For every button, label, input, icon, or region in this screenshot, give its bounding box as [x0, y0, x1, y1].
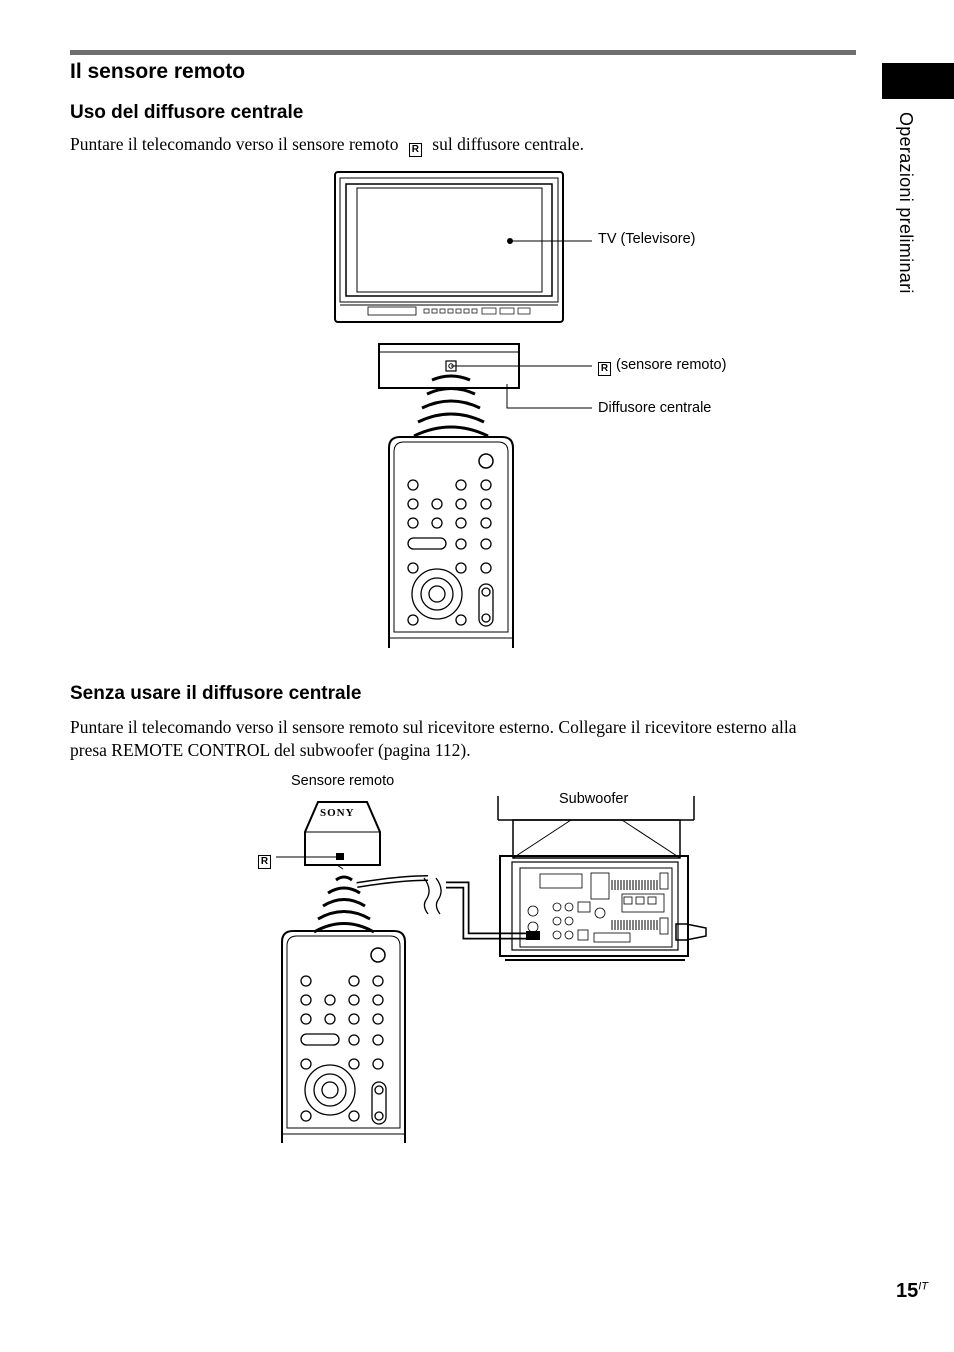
connection-cable: [356, 875, 540, 940]
chapter-label: Operazioni preliminari: [896, 112, 916, 294]
page-number: 15IT: [896, 1280, 928, 1303]
page-number-value: 15: [896, 1280, 919, 1302]
ir-waves-1: [413, 374, 489, 438]
ir-sensor-icon-legend: R: [598, 362, 611, 376]
remote-control-2: [281, 930, 406, 1143]
paragraph-1: Puntare il telecomando verso il sensore …: [70, 133, 584, 157]
page-language-suffix: IT: [918, 1280, 929, 1293]
paragraph-1-text-a: Puntare il telecomando verso il sensore …: [70, 134, 399, 154]
sensor-label-text: (sensore remoto): [616, 357, 727, 373]
sony-logo-text: SONY: [320, 807, 355, 819]
center-speaker-label: Diffusore centrale: [598, 400, 712, 416]
paragraph-2-line-2: presa REMOTE CONTROL del subwoofer (pagi…: [70, 740, 471, 760]
sensor-label: R (sensore remoto): [598, 357, 726, 376]
external-sensor-label: Sensore remoto: [291, 773, 395, 789]
paragraph-2: Puntare il telecomando verso il sensore …: [70, 716, 870, 762]
ir-sensor-icon-fig2: R: [258, 855, 271, 869]
paragraph-2-line-1: Puntare il telecomando verso il sensore …: [70, 717, 797, 737]
tv-label: TV (Televisore): [598, 231, 696, 247]
paragraph-1-text-b: sul diffusore centrale.: [432, 134, 585, 154]
subsection-title-1: Uso del diffusore centrale: [70, 102, 304, 123]
subwoofer-illustration: [497, 796, 707, 961]
remote-control-1: [388, 436, 514, 648]
subwoofer-label: Subwoofer: [559, 791, 629, 807]
external-sensor-illustration: [304, 801, 381, 870]
tv-illustration: [334, 171, 564, 323]
ir-sensor-marker: R: [258, 850, 271, 869]
ir-sensor-icon: R: [408, 143, 422, 157]
chapter-tab: [882, 63, 954, 99]
subsection-title-2: Senza usare il diffusore centrale: [70, 683, 362, 704]
section-title: Il sensore remoto: [70, 60, 246, 83]
header-rule: [70, 50, 856, 55]
ir-waves-2: [313, 875, 375, 934]
